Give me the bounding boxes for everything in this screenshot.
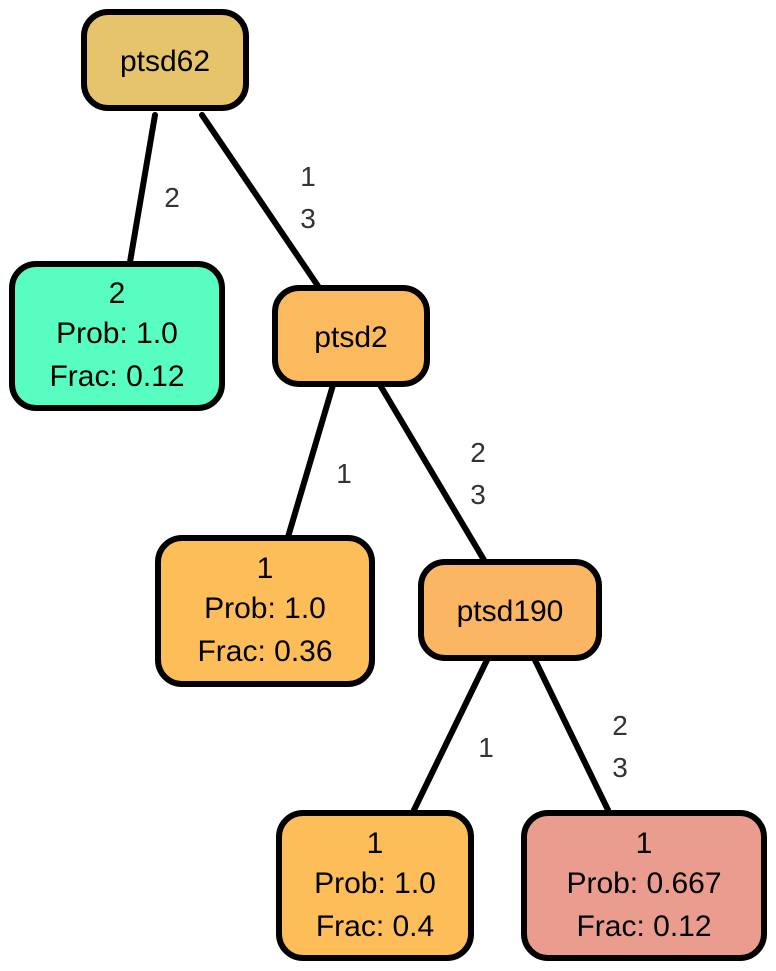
node-leaf-c-prob: Prob: 1.0 [204, 592, 326, 625]
node-leaf-a: 2 Prob: 1.0 Frac: 0.12 [9, 261, 225, 411]
edge-split-b-to-split-d [377, 382, 487, 563]
node-leaf-f: 1 Prob: 0.667 Frac: 0.12 [521, 810, 767, 961]
node-leaf-f-class: 1 [636, 827, 653, 860]
node-leaf-f-box [521, 810, 767, 961]
edge-label-split-d-leaf-f-line1: 2 [612, 710, 628, 741]
node-leaf-a-class: 2 [109, 277, 126, 310]
edge-split-d-to-leaf-e [411, 657, 490, 813]
node-split-b-box [272, 285, 430, 387]
node-leaf-f-prob: Prob: 0.667 [566, 867, 721, 900]
node-root-box [81, 9, 249, 111]
edge-label-split-d-leaf-f-line2: 3 [612, 752, 628, 783]
node-leaf-c: 1 Prob: 1.0 Frac: 0.36 [155, 535, 375, 687]
node-leaf-a-prob: Prob: 1.0 [56, 317, 178, 350]
edge-label-split-b-leaf-c: 1 [336, 458, 352, 489]
edge-label-split-b-split-d-line1: 2 [470, 437, 486, 468]
node-leaf-e-frac: Frac: 0.4 [316, 910, 434, 943]
node-leaf-a-box [9, 261, 225, 411]
edge-label-root-split-b-line1: 1 [300, 161, 316, 192]
node-split-d: ptsd190 [418, 559, 602, 661]
node-leaf-f-frac: Frac: 0.12 [576, 910, 711, 943]
edge-label-root-split-b-line2: 3 [300, 203, 316, 234]
node-leaf-c-box [155, 535, 375, 687]
node-leaf-a-frac: Frac: 0.12 [49, 360, 184, 393]
node-leaf-c-frac: Frac: 0.36 [197, 635, 332, 668]
node-split-d-label: ptsd190 [457, 595, 564, 628]
edge-label-split-b-split-d-line2: 3 [470, 479, 486, 510]
node-leaf-e-box [276, 810, 474, 961]
edge-label-split-d-leaf-e: 1 [478, 732, 494, 763]
edge-label-root-leaf-a: 2 [164, 182, 180, 213]
edge-split-b-to-leaf-c [285, 382, 336, 540]
edge-root-to-split-b [199, 112, 321, 289]
node-leaf-e-class: 1 [367, 827, 384, 860]
edge-split-d-to-leaf-f [532, 657, 611, 813]
node-split-b: ptsd2 [272, 285, 430, 387]
node-leaf-c-class: 1 [257, 552, 274, 585]
node-leaf-e: 1 Prob: 1.0 Frac: 0.4 [276, 810, 474, 961]
node-root-label: ptsd62 [120, 45, 210, 78]
node-root: ptsd62 [81, 9, 249, 111]
edge-root-to-leaf-a [127, 112, 158, 265]
node-split-b-label: ptsd2 [314, 321, 387, 354]
node-leaf-e-prob: Prob: 1.0 [314, 867, 436, 900]
node-split-d-box [418, 559, 602, 661]
